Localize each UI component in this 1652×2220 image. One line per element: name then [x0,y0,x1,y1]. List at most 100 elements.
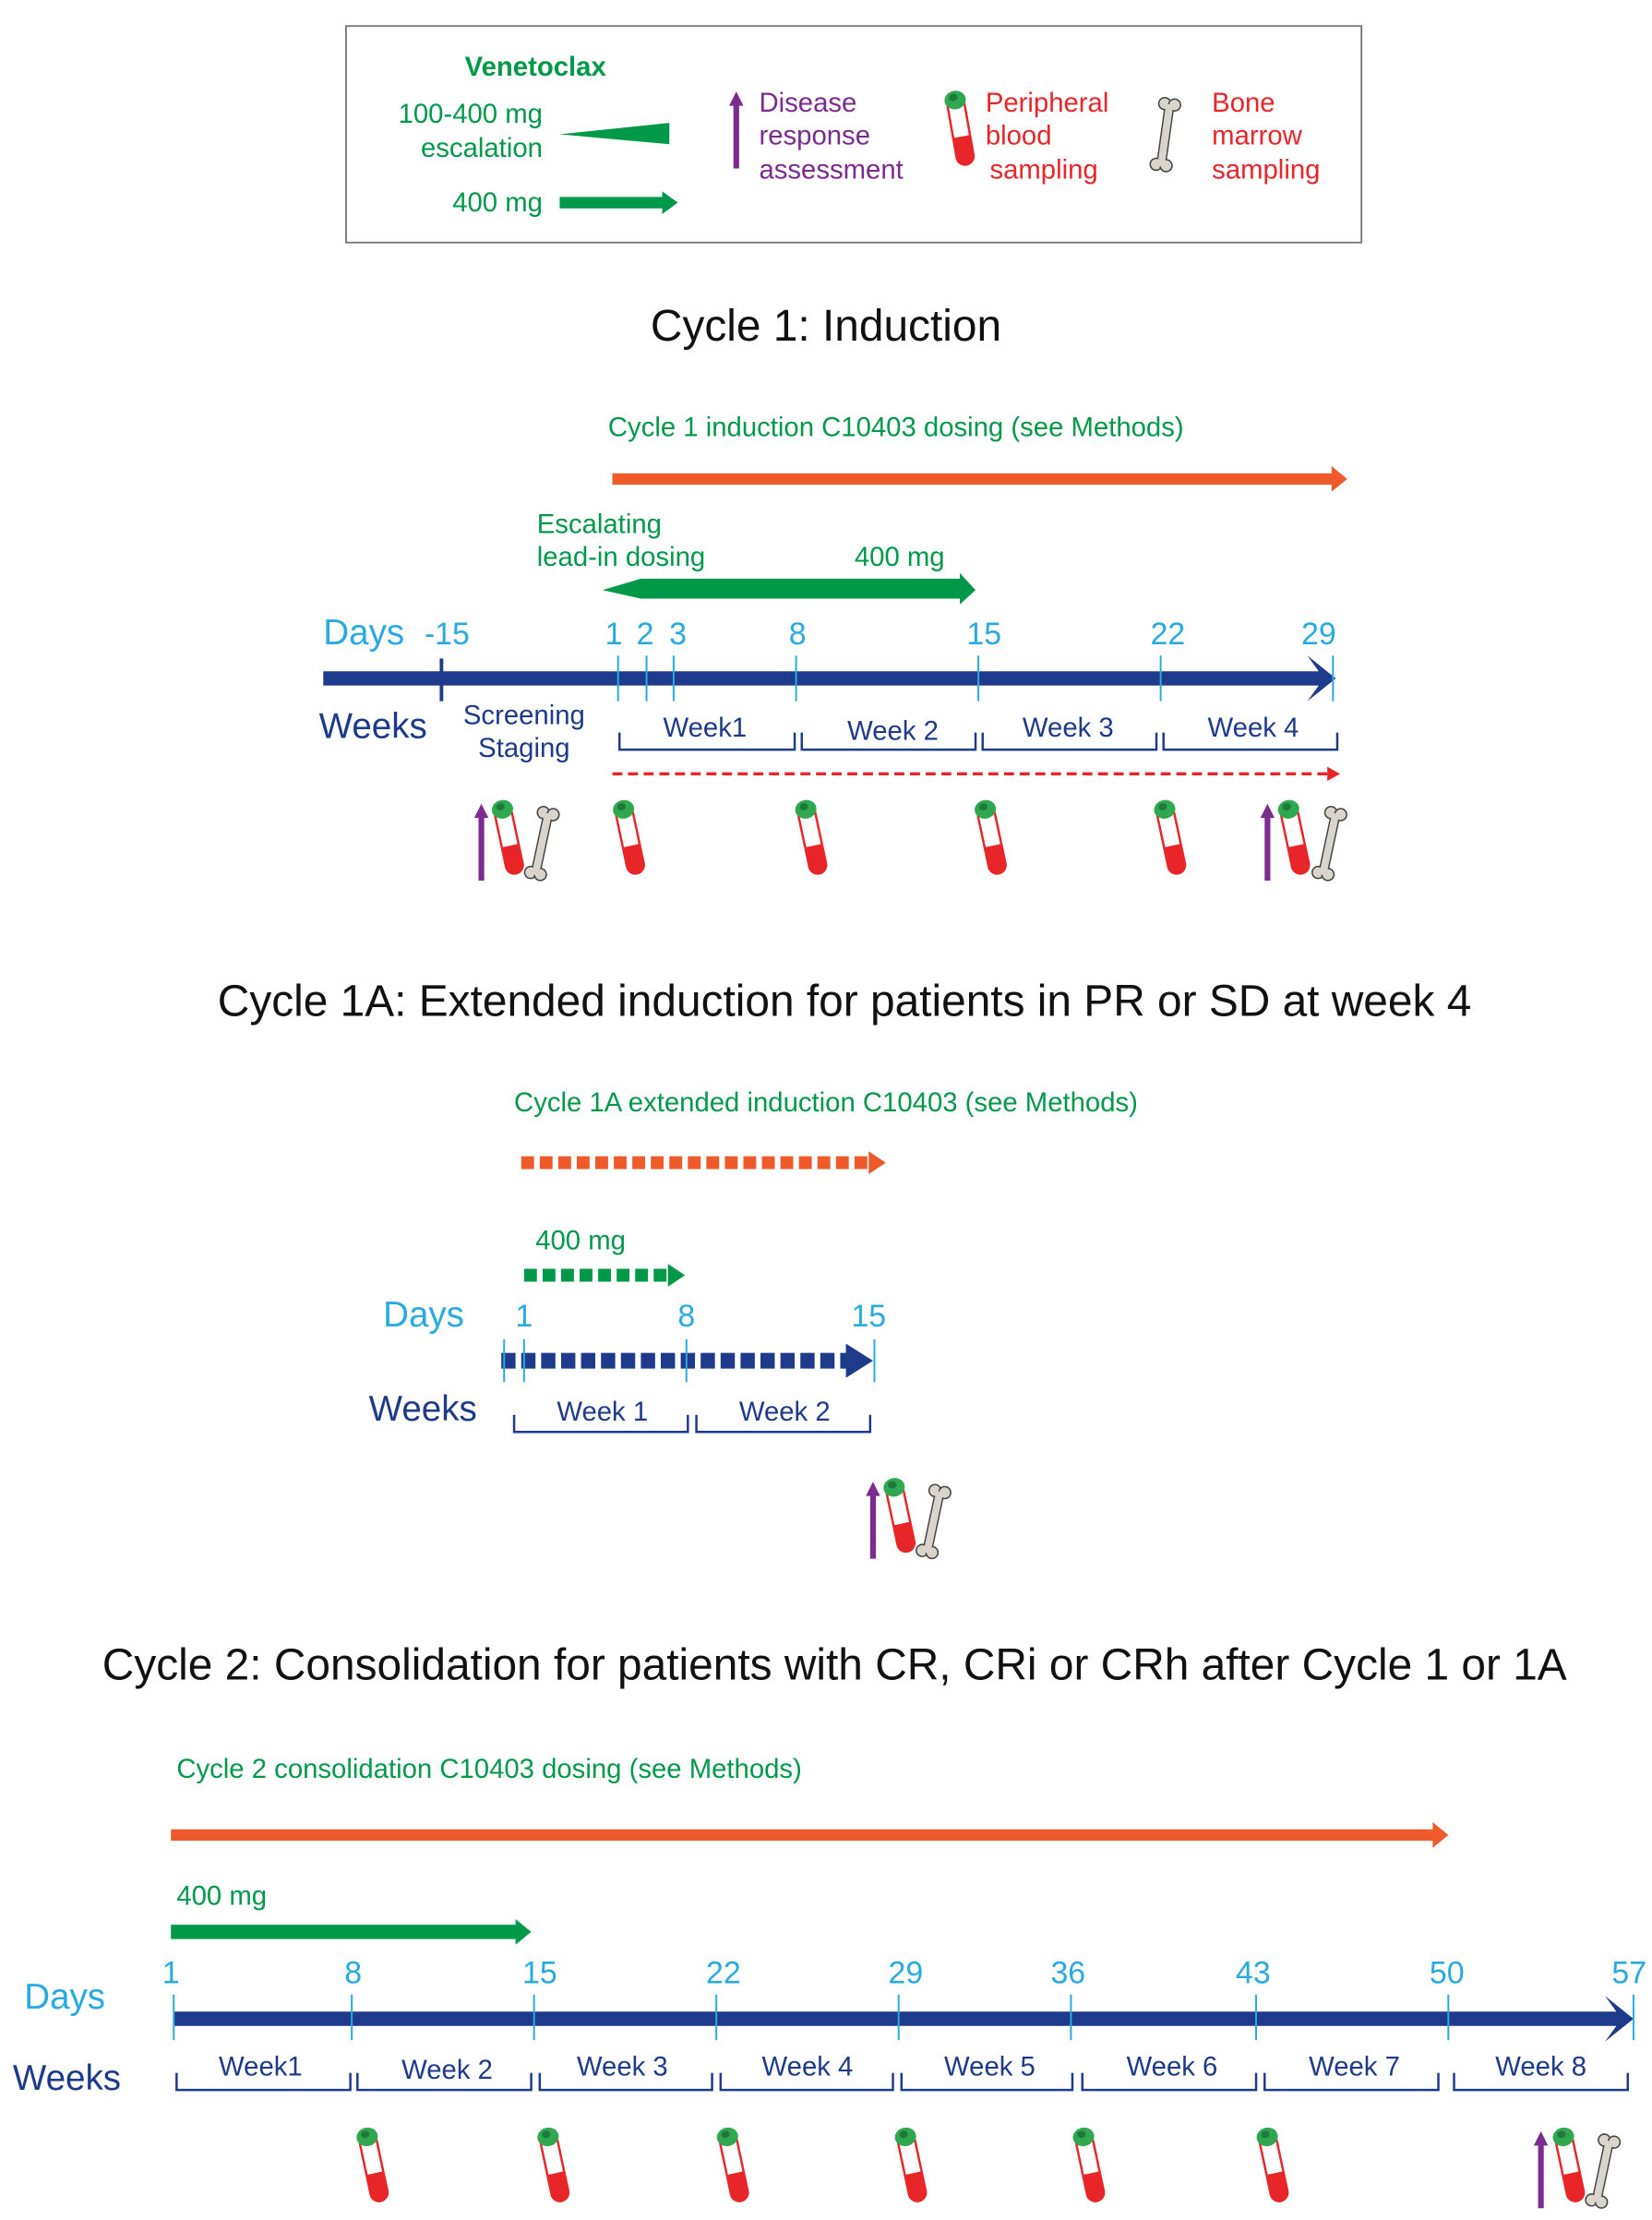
weeks-label: Weeks [13,2058,121,2098]
legend-blood: Peripheral [986,88,1109,118]
blood-tube-icon [1151,797,1191,877]
bone-icon [914,1482,953,1561]
day-tick-label: 3 [669,617,687,652]
bone-icon [522,804,561,882]
legend-blood: sampling [989,154,1097,185]
days-label: Days [383,1295,464,1335]
blood-tube-icon [880,1474,920,1555]
cycle1-dose-arrow [602,572,976,605]
legend-marrow: sampling [1212,154,1320,185]
blood-tube-icon [892,2124,931,2205]
cycle2-timeline-axis [174,1996,1634,2042]
blood-tube-icon [1275,797,1314,877]
week-label: Week 6 [1127,2052,1218,2082]
week-label: Week 4 [762,2052,854,2082]
week-label: Week1 [664,713,748,743]
legend-fixed-label: 400 mg [452,187,543,218]
day-tick-label: 2 [637,617,654,652]
cycle1-section: Cycle 1: Induction Cycle 1 induction C10… [319,302,1349,882]
bone-icon [1310,804,1349,882]
week-label: Week 2 [401,2055,493,2085]
screening-label: Screening [463,700,585,730]
day-tick-label: 1 [605,617,623,652]
week-label: Week 3 [1023,713,1114,743]
cycle1-dosing-label: Cycle 1 induction C10403 dosing (see Met… [608,413,1184,443]
cycle1-dose-label: 400 mg [855,542,945,572]
blood-tube-icon [1070,2124,1109,2205]
week-label: Week1 [219,2052,303,2082]
fixed-dose-arrow-icon [559,191,678,214]
screening-label: Staging [478,733,569,763]
day-tick-label: 29 [1301,617,1336,652]
blood-tube-icon [792,797,832,877]
day-tick-label: 43 [1236,1955,1271,1990]
weeks-label: Weeks [369,1389,477,1429]
day-tick-label: 22 [1150,617,1185,652]
legend-blood: blood [986,120,1052,150]
blood-tube-icon [713,2124,753,2205]
week-label: Week 5 [944,2052,1035,2082]
weeks-label: Weeks [319,707,427,747]
legend-disease: assessment [759,154,903,185]
days-label: Days [323,613,404,653]
cycle1a-dosing-label: Cycle 1A extended induction C10403 (see … [514,1087,1138,1118]
escalation-wedge-icon [559,123,670,145]
day-tick-label: 15 [966,617,1001,652]
week-label: Week 1 [557,1397,648,1427]
day-tick-label: -15 [425,617,470,652]
day-tick-label: 57 [1611,1955,1646,1990]
cycle2-dosing-arrow [171,1822,1449,1848]
week-label: Week 4 [1208,713,1299,743]
day-tick-label: 50 [1430,1955,1465,1990]
legend-disease: response [759,120,870,150]
cycle2-dose-label: 400 mg [176,1881,267,1912]
bone-icon [1584,2131,1622,2211]
day-tick-label: 29 [889,1955,924,1990]
week-label: Week 3 [577,2052,668,2082]
escalating-label: lead-in dosing [537,542,705,572]
week-label: Week 7 [1309,2052,1400,2082]
cycle1-timeline-axis [323,655,1336,702]
cycle1a-title: Cycle 1A: Extended induction for patient… [218,978,1472,1026]
day-tick-label: 8 [344,1955,362,1990]
cycle2-dose-arrow [171,1918,532,1945]
escalating-label: Escalating [537,510,662,540]
legend-disease: Disease [759,88,856,118]
week-label: Week 2 [739,1397,831,1427]
blood-tube-icon [1253,2124,1293,2205]
day-tick-label: 36 [1050,1955,1085,1990]
blood-tube-icon [353,2124,393,2205]
cycle2-section: Cycle 2: Consolidation for patients with… [13,1641,1646,2210]
days-label: Days [24,1977,105,2017]
disease-assessment-arrow-icon [1261,804,1275,881]
cycle1-dosing-arrow [612,466,1347,492]
day-tick-label: 15 [851,1299,886,1334]
week-label: Week 8 [1495,2052,1586,2082]
day-ticks [617,655,1335,702]
cycle1a-section: Cycle 1A: Extended induction for patient… [218,978,1472,1561]
week-label: Week 2 [847,715,939,746]
legend-escalation-label: 100-400 mg [399,99,543,129]
day-tick-label: 8 [789,617,807,652]
blood-tube-icon [1550,2124,1589,2205]
blood-tube-icon [488,797,528,877]
legend-marrow: marrow [1212,120,1303,150]
legend-drug: Venetoclax [465,52,607,82]
legend-escalation-label: escalation [421,133,543,163]
legend: Venetoclax 100-400 mg escalation 400 mg … [345,25,1363,244]
day-tick-label: 8 [677,1299,695,1334]
cycle2-dosing-label: Cycle 2 consolidation C10403 dosing (see… [176,1754,801,1784]
blood-tube-icon [971,797,1011,877]
cycle1a-dose-label: 400 mg [535,1226,626,1256]
disease-assessment-arrow-icon [474,804,488,881]
blood-tube-icon [534,2124,574,2205]
week-brackets [618,732,1339,751]
blood-tube-icon [609,797,649,877]
cycle2-title: Cycle 2: Consolidation for patients with… [102,1641,1567,1690]
day-tick-label: 22 [706,1955,741,1990]
day-tick-label: 1 [515,1299,533,1334]
disease-assessment-arrow-icon [866,1482,880,1558]
disease-assessment-arrow-icon [1534,2131,1548,2208]
day-tick-label: 15 [522,1955,557,1990]
